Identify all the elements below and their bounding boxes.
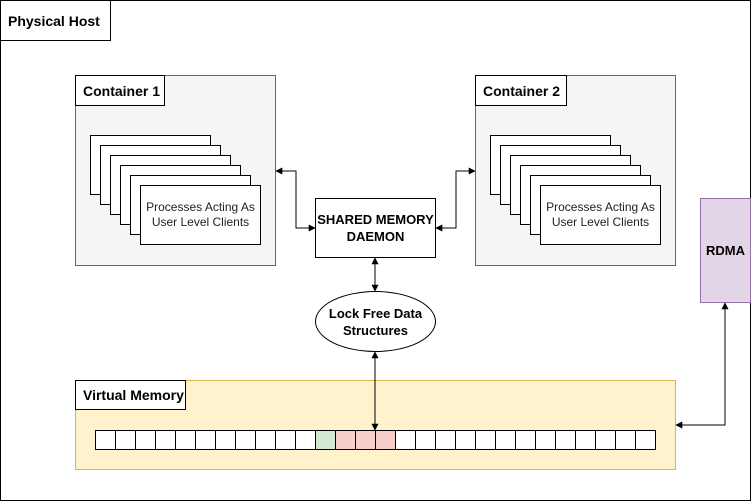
container-2-label: Container 2	[475, 75, 567, 106]
memory-cell	[115, 430, 136, 450]
memory-cell	[195, 430, 216, 450]
memory-cell	[575, 430, 596, 450]
memory-cell	[255, 430, 276, 450]
memory-cell	[175, 430, 196, 450]
shared-memory-daemon: SHARED MEMORY DAEMON	[315, 198, 436, 258]
memory-cell	[635, 430, 656, 450]
container-1-label: Container 1	[75, 75, 165, 106]
memory-cell	[595, 430, 616, 450]
lock-free-data-structures: Lock Free Data Structures	[315, 291, 436, 352]
memory-cell	[95, 430, 116, 450]
memory-cell	[475, 430, 496, 450]
memory-cell	[495, 430, 516, 450]
memory-cell	[275, 430, 296, 450]
rdma-block: RDMA	[700, 198, 751, 303]
memory-cell	[335, 430, 356, 450]
memory-cell	[235, 430, 256, 450]
container-1-process-clients: Processes Acting As User Level Clients	[140, 185, 261, 245]
memory-cell	[615, 430, 636, 450]
memory-cell	[295, 430, 316, 450]
memory-cell	[315, 430, 336, 450]
memory-cell	[355, 430, 376, 450]
memory-cell	[135, 430, 156, 450]
memory-cell	[535, 430, 556, 450]
memory-cell	[435, 430, 456, 450]
container-2-process-clients: Processes Acting As User Level Clients	[540, 185, 661, 245]
memory-cell	[395, 430, 416, 450]
memory-cell	[555, 430, 576, 450]
memory-cell	[515, 430, 536, 450]
memory-cell	[215, 430, 236, 450]
memory-cell	[375, 430, 396, 450]
physical-host-label: Physical Host	[0, 0, 111, 41]
memory-cell	[155, 430, 176, 450]
memory-cell	[415, 430, 436, 450]
memory-cell	[455, 430, 476, 450]
virtual-memory-label: Virtual Memory	[75, 380, 186, 410]
